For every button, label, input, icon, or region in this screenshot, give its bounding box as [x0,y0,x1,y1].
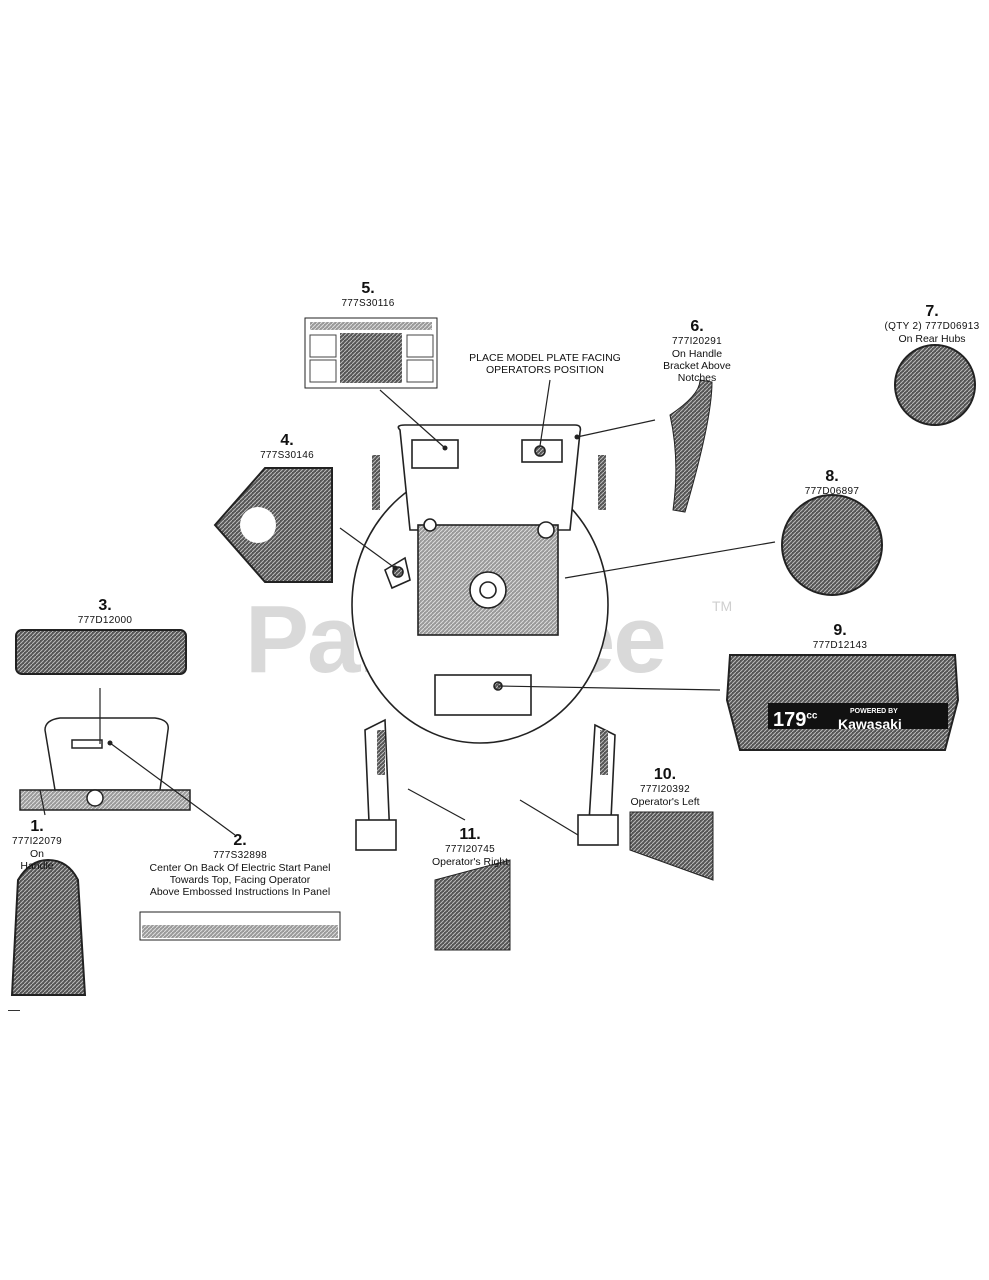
callout-10: 10. 777I20392 Operator's Left [630,766,700,808]
page-edge-mark [8,1010,20,1011]
mower-body [351,424,619,851]
decal-5-illustration [304,317,438,389]
handle-rail-right-top [598,455,606,510]
decal-7-illustration [894,344,976,426]
handle-rail-left-top [372,455,380,510]
callout-3: 3. 777D12000 [77,597,133,627]
decal-9-illustration [725,654,960,751]
callout-11: 11. 777I20745 Operator's Right [431,826,509,868]
handle-console [19,717,191,811]
decal-9-brand: Kawasaki [838,716,902,732]
handle-rail-left-bottom [377,730,385,775]
callout-6: 6. 777I20291 On Handle Bracket Above Not… [663,318,731,385]
callout-2: 2. 777S32898 Center On Back Of Electric … [149,832,331,899]
decal-1-illustration [10,858,87,996]
callout-8: 8. 777D06897 [804,468,860,498]
leader-dot-4 [392,565,398,571]
decal-11-illustration [434,859,511,951]
callout-9: 9. 777D12143 [812,622,868,652]
leader-lines [39,379,776,836]
place-model-plate-note: PLACE MODEL PLATE FACING OPERATORS POSIT… [469,352,621,377]
decal-4-illustration [213,467,333,583]
callout-1: 1. 777I22079 On Handle [12,818,62,872]
decal-6-illustration [669,379,713,513]
leader-dot-5 [442,445,448,451]
decal-2-illustration [139,911,341,941]
callout-7: 7. (QTY 2) 777D06913 On Rear Hubs [884,303,980,345]
callout-5: 5. 777S30116 [341,280,395,310]
callout-4: 4. 777S30146 [260,432,314,462]
decal-8-illustration [781,494,883,596]
decal-9-displacement: 179cc [773,709,818,731]
decal-10-illustration [629,811,714,881]
handle-rail-right-bottom [600,730,608,775]
watermark-trademark: TM [712,598,733,614]
leader-dot-6 [574,434,580,440]
leader-dot-2 [107,740,113,746]
decal-9-powered-by: POWERED BY [850,708,898,715]
decal-3-illustration [15,629,187,675]
